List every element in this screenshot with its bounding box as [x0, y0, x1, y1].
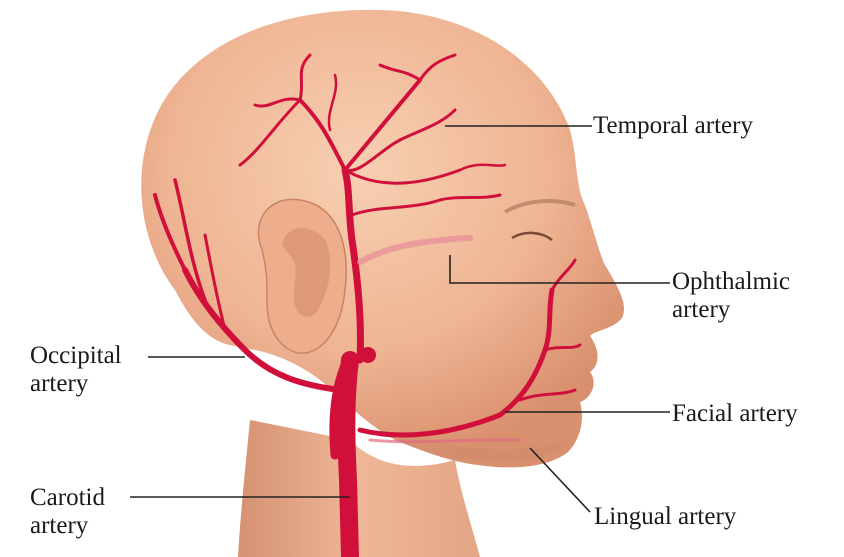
- label-line: Temporal artery: [593, 112, 753, 140]
- lingual-artery-label: Lingual artery: [594, 503, 736, 531]
- leader-lingual: [530, 448, 590, 512]
- artery-junction: [360, 347, 376, 363]
- temporal-artery-label: Temporal artery: [593, 112, 753, 140]
- label-line: Occipital: [30, 342, 122, 370]
- label-line: Facial artery: [672, 400, 798, 428]
- ophthalmic-artery-label: Ophthalmic artery: [672, 268, 790, 324]
- label-line: artery: [672, 296, 790, 324]
- label-line: artery: [30, 370, 122, 398]
- label-line: Carotid: [30, 484, 105, 512]
- label-line: artery: [30, 512, 105, 540]
- label-line: Ophthalmic: [672, 268, 790, 296]
- occipital-artery-label: Occipital artery: [30, 342, 122, 398]
- carotid-artery-label: Carotid artery: [30, 484, 105, 540]
- carotid-trunk: [346, 360, 350, 557]
- facial-artery-label: Facial artery: [672, 400, 798, 428]
- label-line: Lingual artery: [594, 503, 736, 531]
- ear: [258, 199, 346, 353]
